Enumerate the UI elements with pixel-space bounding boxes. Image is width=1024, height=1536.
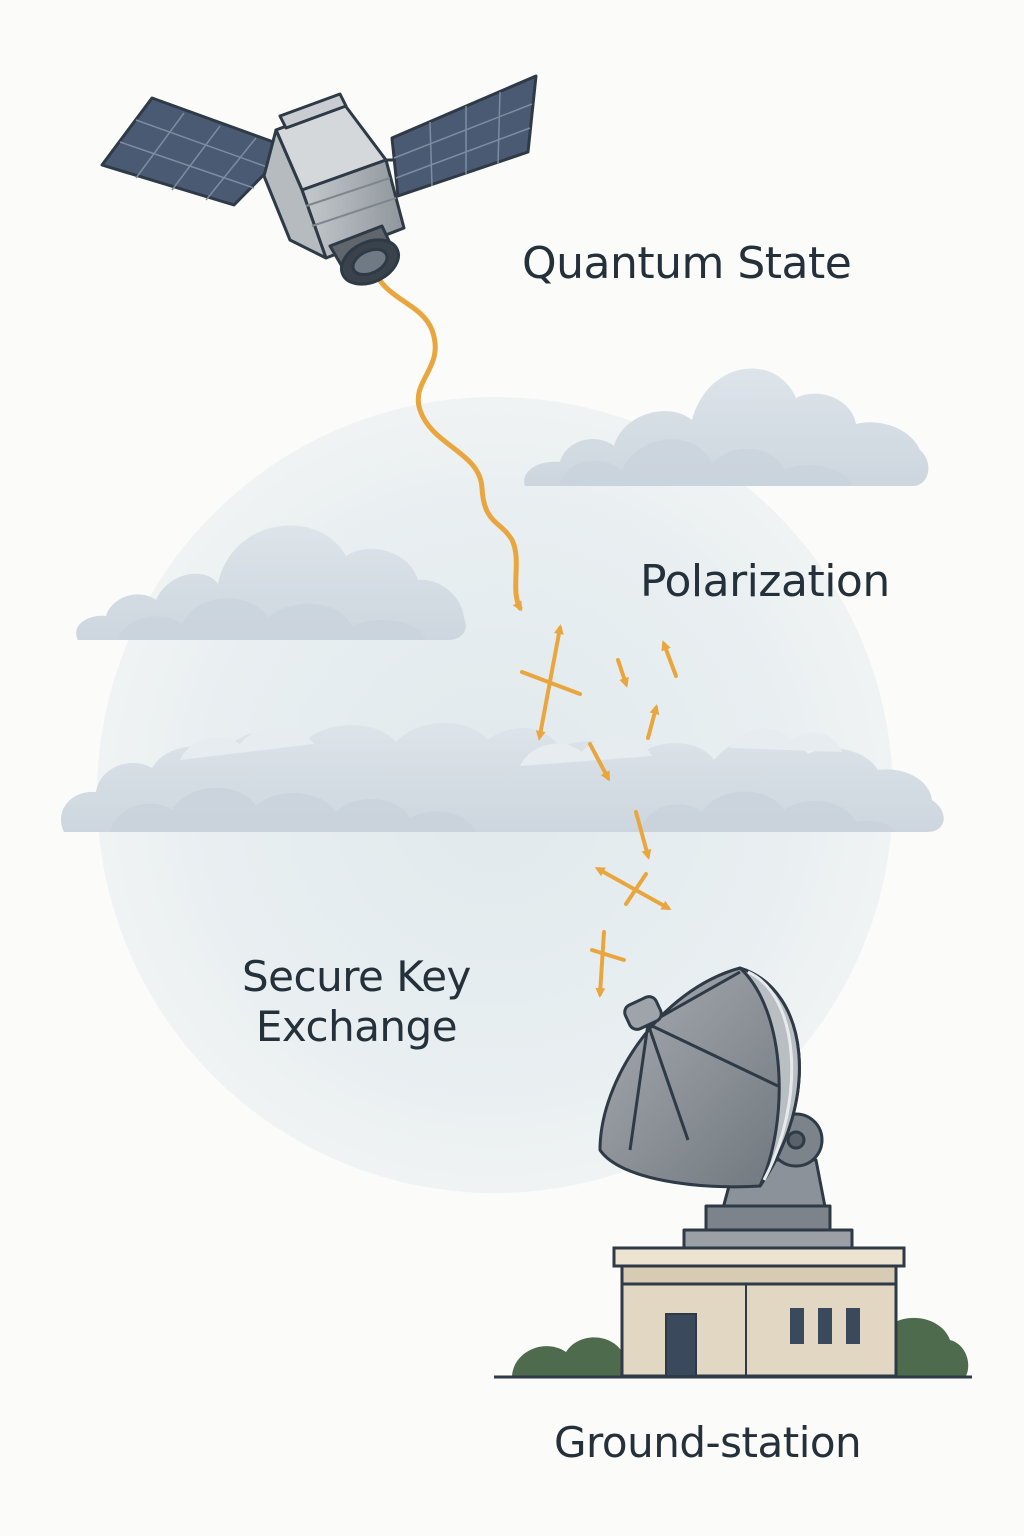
satellite-icon (100, 74, 538, 286)
cloud-icon (524, 368, 929, 486)
polarization-arrows (520, 624, 678, 998)
solar-panel-right (390, 74, 538, 198)
polarization-arrow-icon (595, 930, 606, 998)
window (818, 1308, 832, 1344)
ground-station-label: Ground-station (554, 1418, 862, 1467)
shrub (892, 1317, 969, 1376)
polarization-label: Polarization (640, 556, 890, 607)
satellite-dish-icon (598, 966, 854, 1250)
solar-panel-left (100, 96, 292, 207)
secure-key-label-line2: Exchange (255, 1001, 458, 1051)
secure-key-label-line1: Secure Key (242, 952, 471, 1001)
window (846, 1308, 860, 1344)
polarization-arrow-icon (616, 658, 629, 688)
polarization-arrow-icon (588, 742, 610, 782)
ground-station-building-icon (494, 1246, 972, 1379)
cloud-icon (76, 525, 466, 640)
shrub (512, 1337, 624, 1376)
door (665, 1313, 697, 1377)
quantum-state-label: Quantum State (522, 238, 852, 289)
photon-beam-icon (369, 259, 523, 612)
polarization-arrow-icon (590, 948, 626, 962)
polarization-arrow-icon (624, 872, 648, 906)
polarization-arrow-icon (520, 670, 582, 696)
polarization-arrow-icon (646, 704, 660, 740)
cloud-icon (60, 723, 944, 832)
polarization-arrow-icon (661, 640, 678, 678)
window (790, 1308, 804, 1344)
polarization-arrow-icon (634, 810, 652, 860)
secure-key-exchange-label: Secure Key Exchange (242, 952, 471, 1051)
